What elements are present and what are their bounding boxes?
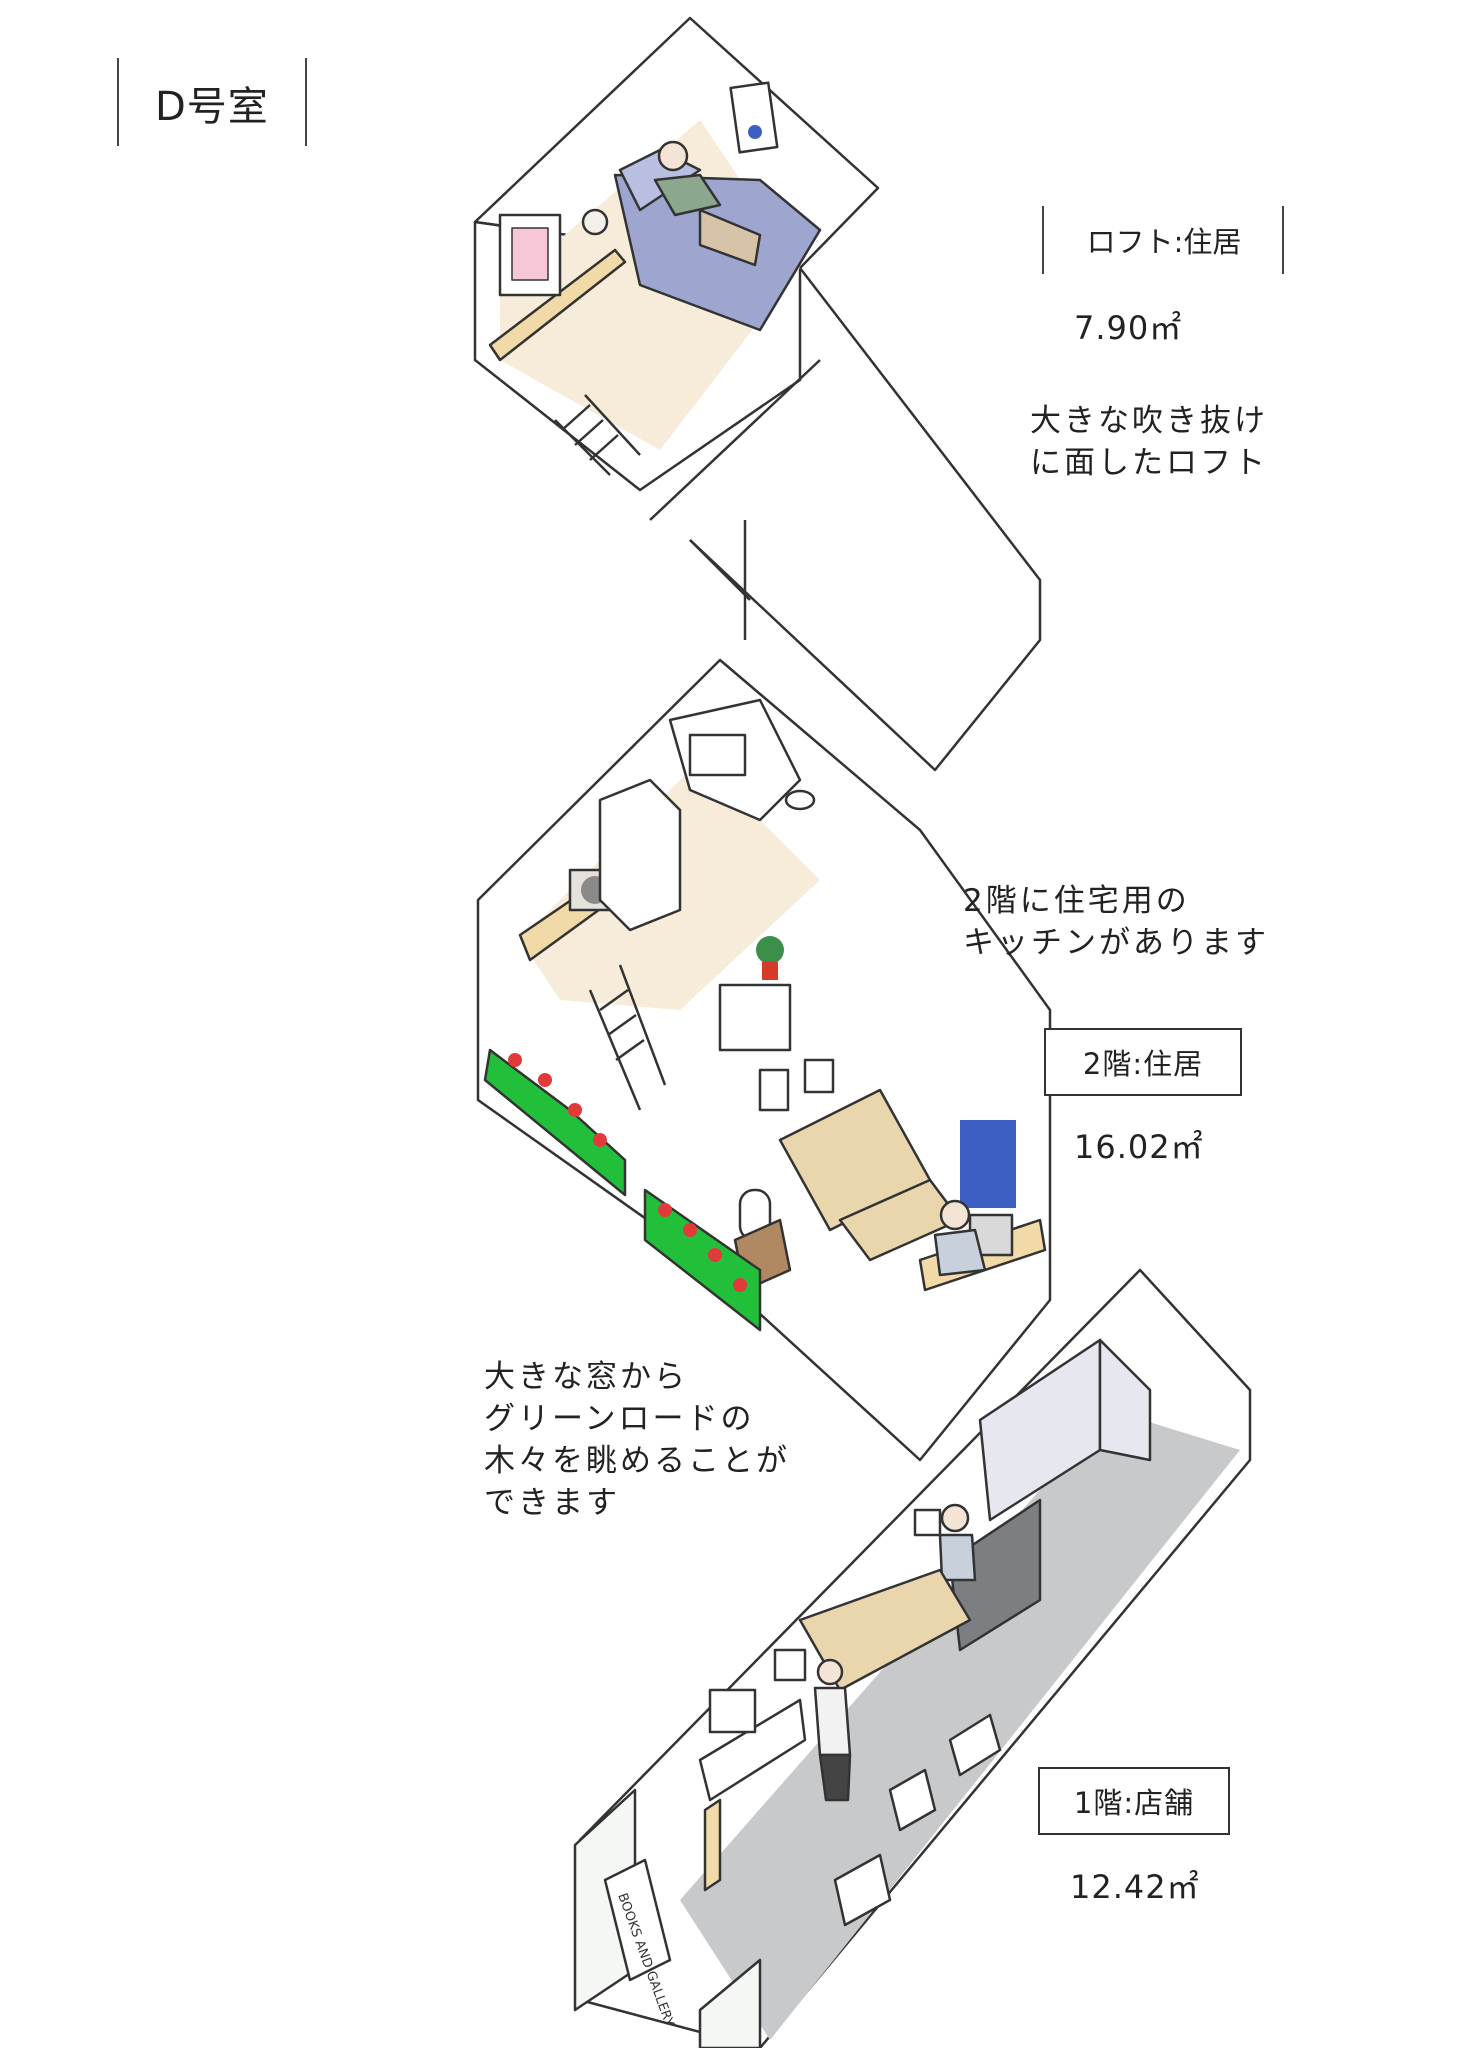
first-floor-section [573,1268,1252,2048]
loft-desc-line-1: 大きな吹き抜け [1030,403,1268,439]
loft-desc-line-2: に面したロフト [1030,445,1268,481]
window-note-line-4: できます [484,1485,620,1521]
room-title: D号室 [155,84,269,130]
second-floor-desc-line-1: 2階に住宅用の [963,883,1190,919]
loft-label-right-bar [1282,206,1284,274]
planter-flowers [508,1053,747,1292]
second-floor-desc-line-2: キッチンがあります [963,925,1269,961]
first-floor-area: 12.42㎡ [1070,1868,1200,1906]
first-floor-name: 1階:店舗 [1038,1767,1230,1835]
second-floor-name: 2階:住居 [1044,1028,1242,1096]
window-note-line-2: グリーンロードの [484,1401,755,1437]
title-left-bar [117,58,119,146]
loft-area: 7.90㎡ [1074,309,1183,347]
title-right-bar [305,58,307,146]
window-note-line-1: 大きな窓から [484,1359,688,1395]
loft-floor-name: ロフト:住居 [1086,225,1242,259]
loft-floor-section [473,16,1042,772]
second-floor-area: 16.02㎡ [1074,1128,1204,1166]
second-floor-section [476,658,1052,1462]
loft-label-left-bar [1042,206,1044,274]
window-note-line-3: 木々を眺めることが [484,1443,790,1479]
